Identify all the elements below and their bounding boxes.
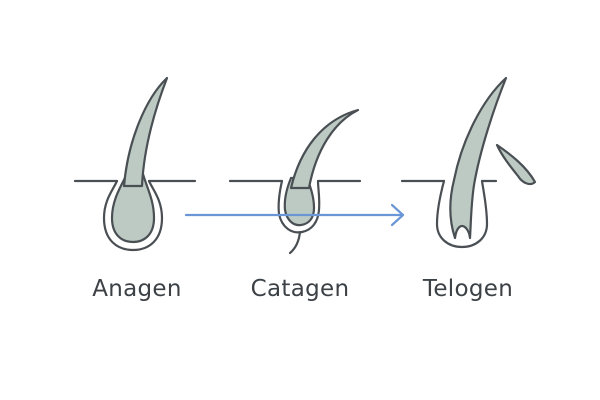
stage-label-catagen: Catagen	[250, 276, 350, 302]
telogen-hair	[449, 76, 508, 240]
telogen-illustration	[400, 76, 537, 249]
telogen-follicle	[435, 179, 489, 249]
anagen-illustration	[73, 76, 197, 252]
anagen-follicle	[102, 179, 164, 252]
stage-label-telogen: Telogen	[422, 276, 514, 302]
anagen-hair-bulb	[110, 172, 156, 244]
catagen-follicle-tail	[288, 230, 302, 255]
catagen-illustration	[228, 108, 362, 255]
anagen-hair-shaft	[122, 76, 169, 188]
catagen-follicle	[277, 179, 321, 234]
arrow-right-icon	[184, 203, 405, 227]
telogen-shed-hair	[495, 143, 537, 186]
catagen-hair-bulb	[283, 176, 316, 227]
flow-arrow-head	[390, 203, 405, 227]
stage-label-anagen: Anagen	[92, 276, 182, 302]
catagen-hair-shaft	[289, 108, 360, 190]
